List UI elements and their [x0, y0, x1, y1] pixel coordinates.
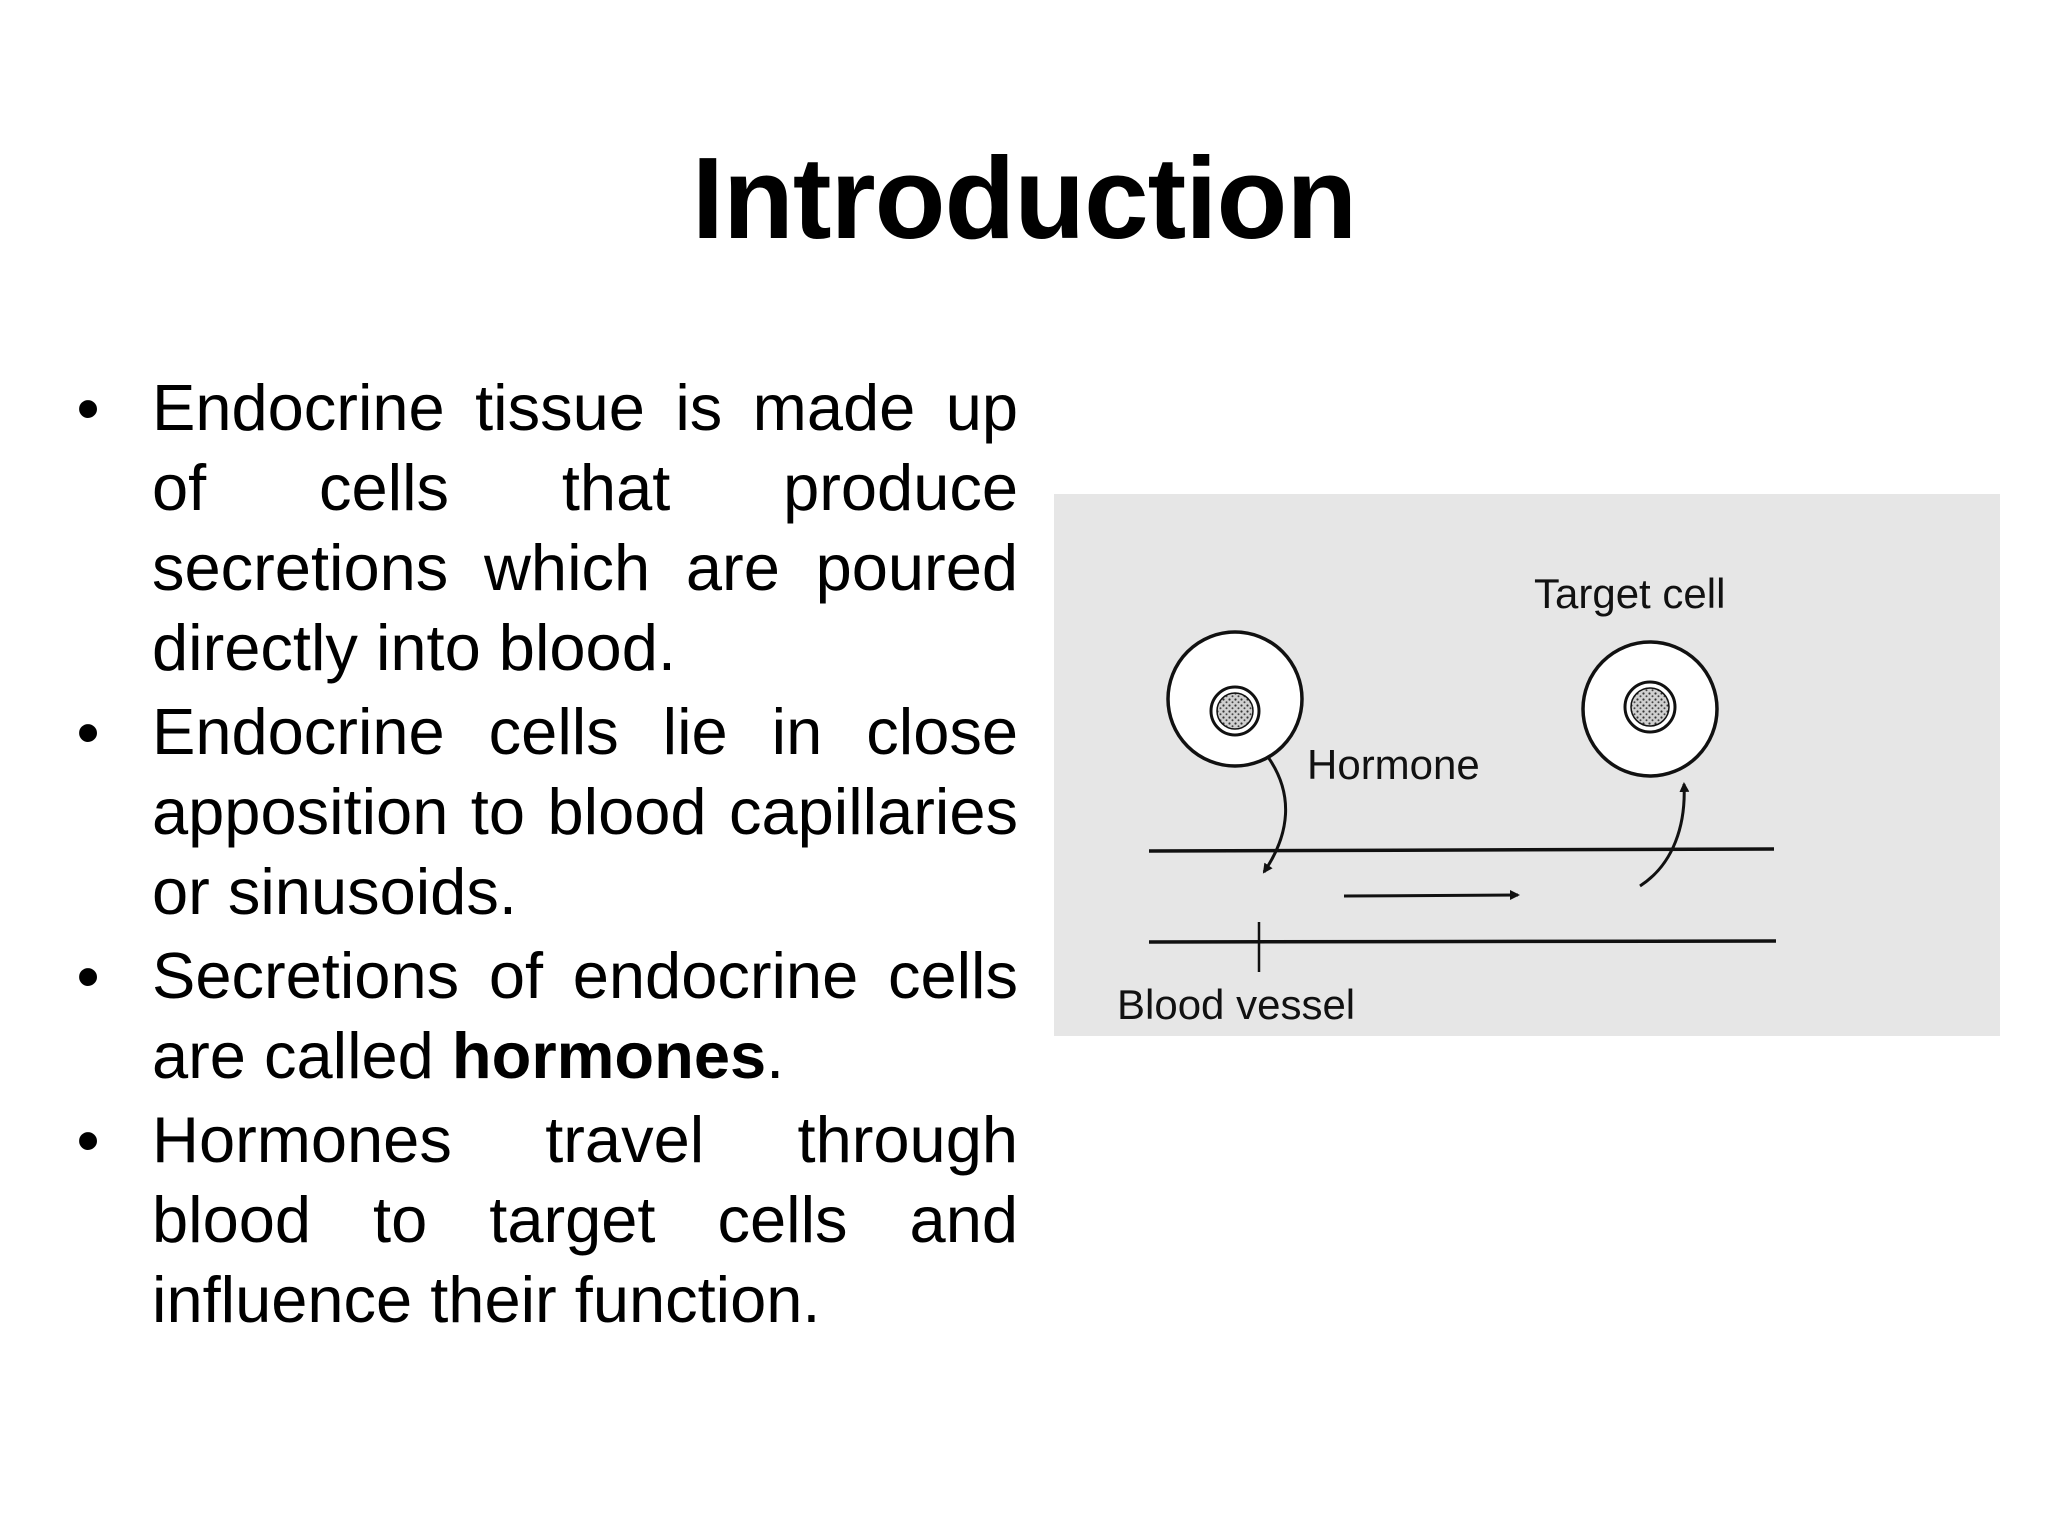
hormone-label: Hormone: [1307, 741, 1480, 788]
endocrine-cell-icon: [1166, 630, 1304, 768]
bullet-text-segment: Endocrine cells lie in close apposition …: [152, 695, 1018, 928]
bullet-list: • Endocrine tissue is made up of cells t…: [68, 368, 1018, 1344]
blood-flow-arrow-icon: [1343, 890, 1520, 901]
bullet-dot-icon: •: [76, 695, 100, 769]
bullet-text-segment: .: [766, 1019, 785, 1092]
hormone-diagram: Target cell Hormone Blood vessel: [1054, 494, 2000, 1036]
bullet-text: Endocrine tissue is made up of cells tha…: [152, 368, 1018, 688]
bullet-dot-icon: •: [76, 1103, 100, 1177]
bullet-text-segment: Secretions of endocrine cells are called: [152, 939, 1018, 1092]
bullet-dot-icon: •: [76, 371, 100, 445]
bullet-item: • Endocrine tissue is made up of cells t…: [68, 368, 1018, 688]
bullet-dot-icon: •: [76, 939, 100, 1013]
slide-title: Introduction: [691, 133, 1358, 263]
hormone-diagram-svg: Target cell Hormone Blood vessel: [1117, 570, 1777, 1028]
bullet-bold-term: hormones: [451, 1019, 767, 1092]
vessel-lower-wall: [1148, 939, 1777, 944]
target-cell-label: Target cell: [1534, 570, 1725, 617]
hormone-release-arrow-icon: [1262, 756, 1287, 874]
bullet-text-segment: Endocrine tissue is made up of cells tha…: [152, 371, 1018, 684]
target-cell-icon: [1581, 640, 1719, 778]
vessel-upper-wall: [1148, 847, 1775, 853]
bullet-text-segment: Hormones travel through blood to target …: [152, 1103, 1018, 1336]
bullet-text: Hormones travel through blood to target …: [152, 1100, 1018, 1340]
hormone-uptake-arrow-icon: [1639, 782, 1690, 888]
bullet-text: Secretions of endocrine cells are called…: [152, 936, 1018, 1096]
blood-vessel-label: Blood vessel: [1117, 981, 1355, 1028]
bullet-item: • Secretions of endocrine cells are call…: [68, 936, 1018, 1096]
bullet-text: Endocrine cells lie in close apposition …: [152, 692, 1018, 932]
bullet-item: • Hormones travel through blood to targe…: [68, 1100, 1018, 1340]
bullet-item: • Endocrine cells lie in close appositio…: [68, 692, 1018, 932]
